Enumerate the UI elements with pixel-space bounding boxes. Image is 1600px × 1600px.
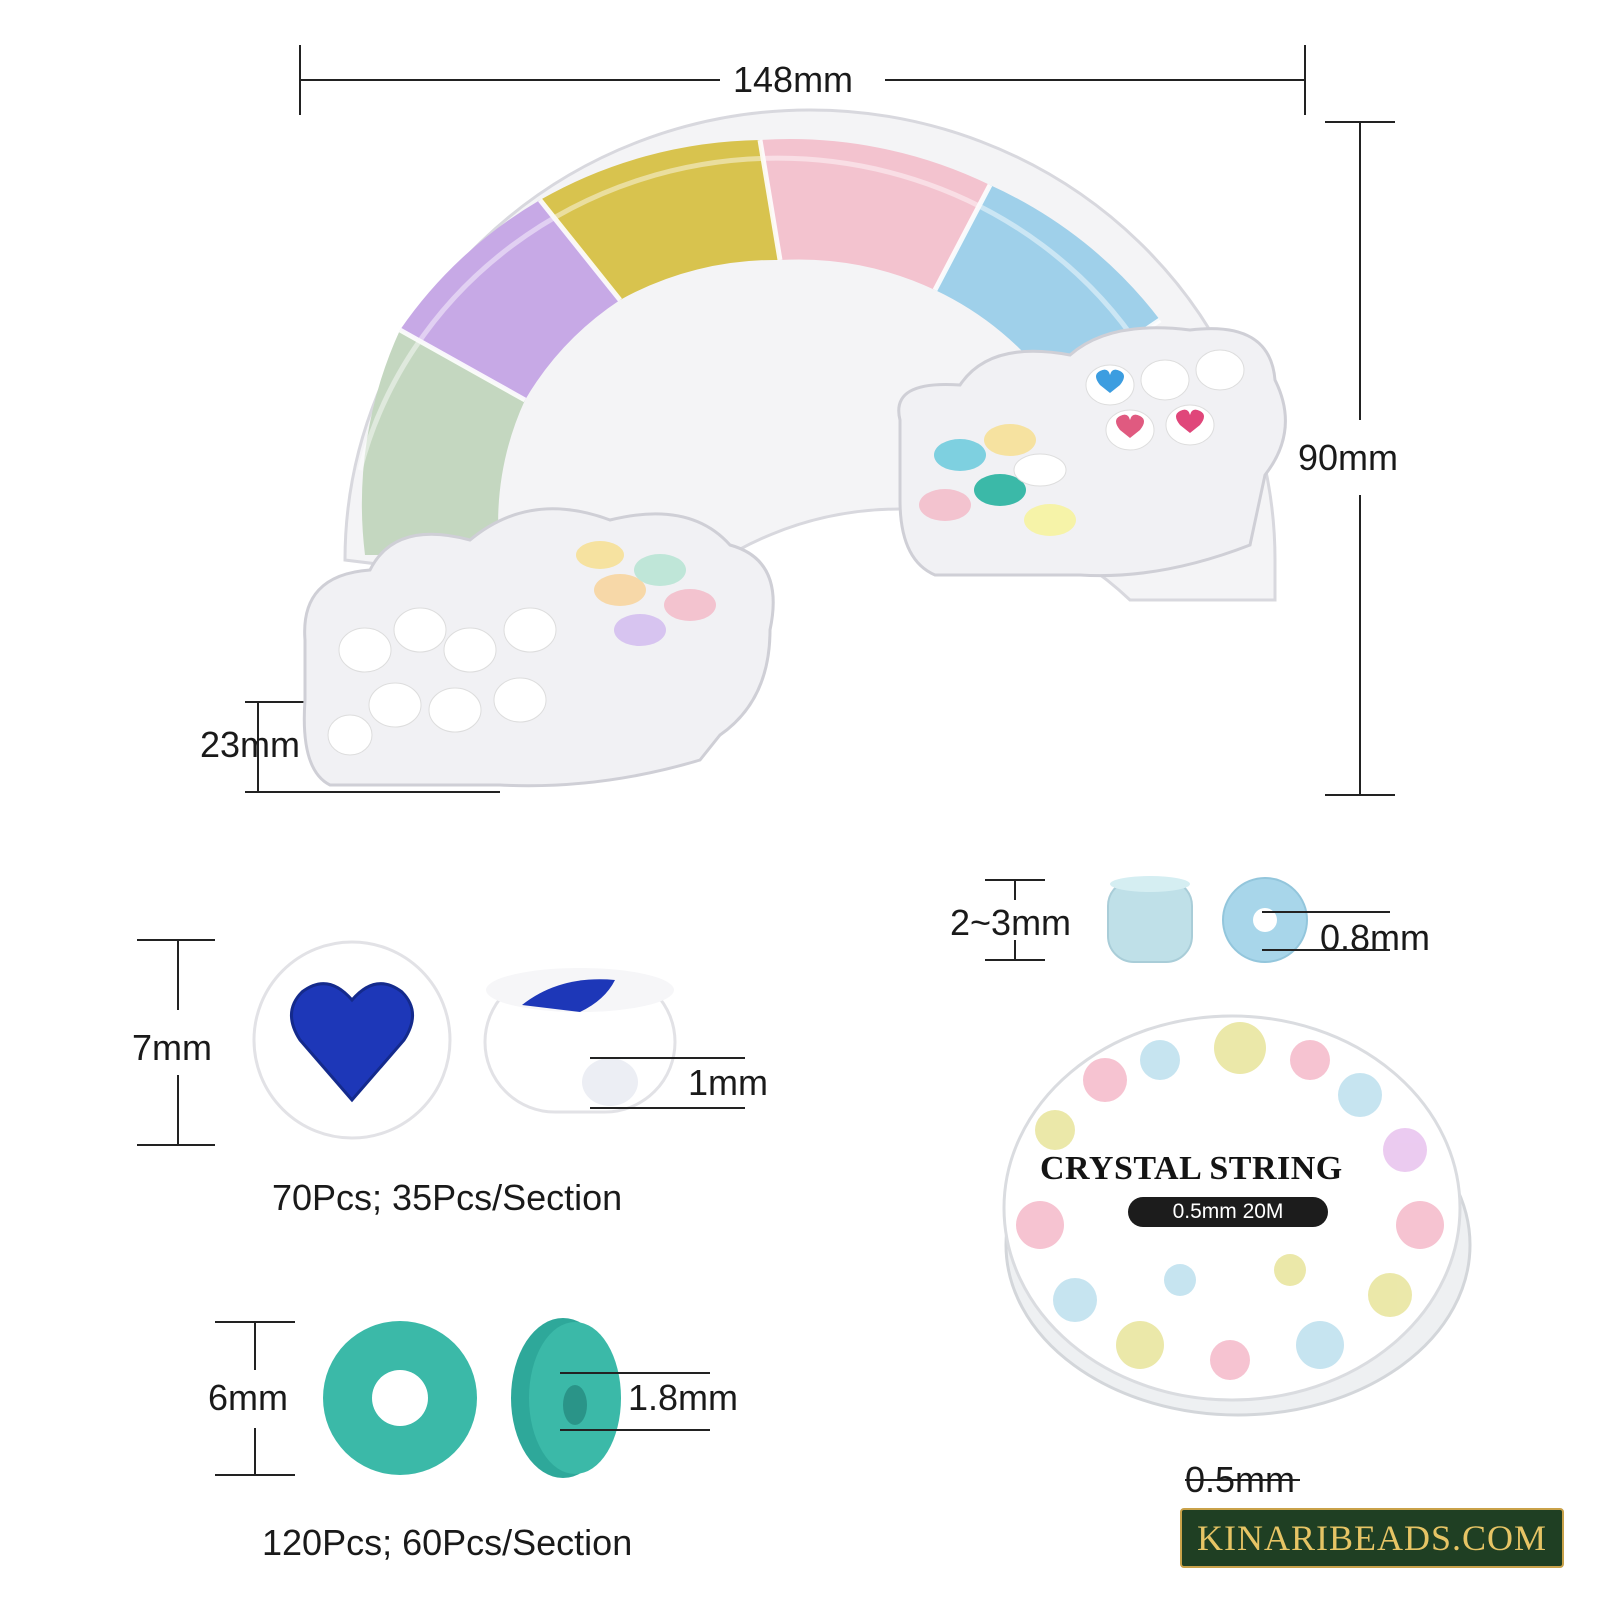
heart-bead-size-dimension-line xyxy=(137,939,215,1146)
heart-bead-hole-dimension-line xyxy=(590,1057,745,1109)
seed-bead-side-view xyxy=(1107,876,1193,963)
disc-bead-hole-label: 1.8mm xyxy=(628,1377,739,1418)
spool-brand-label: CRYSTAL STRING xyxy=(1040,1150,1343,1187)
pink-seed-bead-section xyxy=(760,139,990,290)
purple-seed-bead-section xyxy=(400,200,620,400)
yellow-seed-bead-section xyxy=(540,140,780,300)
disc-bead-quantity: 120Pcs; 60Pcs/Section xyxy=(262,1522,633,1563)
seed-bead-front-view xyxy=(1222,877,1308,963)
heart-bead-size-label: 7mm xyxy=(132,1027,212,1068)
heart-bead-front-view xyxy=(252,940,452,1140)
spool-spec-badge: 0.5mm 20M xyxy=(1128,1197,1328,1227)
tray-depth-label: 23mm xyxy=(200,724,301,765)
heart-bead-quantity: 70Pcs; 35Pcs/Section xyxy=(272,1177,623,1218)
disc-bead-hole-dimension-line xyxy=(560,1372,710,1431)
disc-bead-size-label: 6mm xyxy=(208,1377,288,1418)
tray-width-label: 148mm xyxy=(733,59,854,100)
tray-width-dimension-line xyxy=(299,45,1306,115)
seed-bead-size-label: 2~3mm xyxy=(950,902,1072,943)
watermark-text: KINARIBEADS.COM xyxy=(1196,1518,1548,1558)
pastel-disc-bead-cluster xyxy=(576,541,716,646)
heart-bead-cluster xyxy=(1085,349,1245,451)
rainbow-bead-tray xyxy=(302,108,1287,788)
tray-height-label: 90mm xyxy=(1298,437,1399,478)
tray-height-dimension-line xyxy=(1325,121,1395,796)
seed-bead-size-dimension-line xyxy=(985,879,1045,961)
disc-bead-side-view xyxy=(511,1318,621,1478)
crystal-string-spool xyxy=(1002,1014,1472,1417)
heart-bead-side-view xyxy=(483,968,677,1114)
heart-bead-hole-label: 1mm xyxy=(688,1062,768,1103)
seed-bead-hole-dimension-line xyxy=(1262,911,1390,951)
string-size-label: 0.5mm xyxy=(1185,1459,1296,1500)
disc-bead-size-dimension-line xyxy=(215,1321,295,1476)
sage-seed-bead-section xyxy=(361,330,525,555)
mixed-disc-bead-cluster xyxy=(919,424,1076,536)
letter-bead-cluster xyxy=(327,607,557,756)
seed-bead-hole-label: 0.8mm xyxy=(1320,917,1431,958)
kinaribeads-watermark: KINARIBEADS.COM xyxy=(1180,1508,1564,1568)
disc-bead-front-view xyxy=(323,1321,477,1475)
